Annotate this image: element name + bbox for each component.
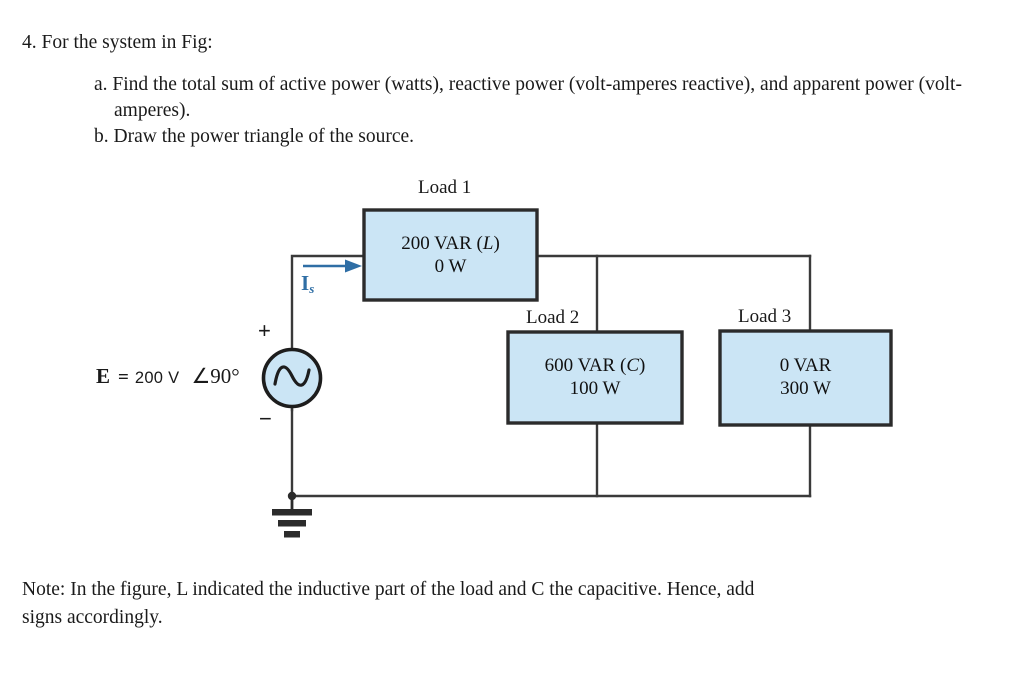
source-current-label: Is [301, 271, 314, 297]
problem-statement: 4. For the system in Fig: a. Find the to… [22, 30, 982, 150]
load-1-reactive: 200 VAR (L) [401, 233, 500, 254]
problem-item-a: a. Find the total sum of active power (w… [94, 74, 962, 121]
load-3-values: 0 VAR 300 W [720, 354, 891, 400]
load-box-3 [718, 329, 893, 427]
ground-icon [272, 491, 312, 538]
source-angle: ∠90° [191, 364, 240, 388]
problem-intro-line: 4. For the system in Fig: [22, 32, 213, 53]
load-3-reactive: 0 VAR [779, 355, 832, 376]
load-3-caption: Load 3 [738, 306, 792, 327]
load-2-caption: Load 2 [526, 307, 580, 328]
source-symbol: E [96, 364, 111, 388]
load-2-values: 600 VAR (C) 100 W [508, 354, 682, 400]
load-1-values: 200 VAR (L) 0 W [364, 232, 537, 278]
load-1-active: 0 W [434, 256, 467, 277]
wire-network [290, 254, 812, 498]
problem-sub-list: a. Find the total sum of active power (w… [94, 72, 982, 150]
circuit-schematic-svg [261, 208, 893, 538]
load-1-caption: Load 1 [418, 177, 472, 198]
load-2-reactive: 600 VAR (C) [544, 355, 646, 376]
load-2-active: 100 W [569, 378, 621, 399]
current-subscript: s [309, 281, 315, 296]
load-box-1 [362, 208, 539, 302]
note-text: Note: In the figure, L indicated the ind… [22, 579, 755, 628]
circuit-diagram: Load 1 Load 2 Load 3 200 VAR (L) 0 W 600… [0, 168, 1024, 558]
source-voltage-label: E = 200 V ∠90° [96, 364, 240, 389]
source-minus-terminal: − [259, 406, 272, 431]
source-plus-terminal: + [258, 318, 271, 343]
problem-item-b: b. Draw the power triangle of the source… [94, 126, 415, 147]
current-symbol: I [301, 271, 310, 295]
current-arrow-icon [303, 259, 362, 273]
note-block: Note: In the figure, L indicated the ind… [22, 576, 962, 632]
load-box-2 [506, 330, 684, 425]
source-equals-sign: = [118, 367, 129, 388]
ac-source-icon [261, 347, 323, 409]
source-magnitude: 200 V [134, 369, 180, 387]
load-3-active: 300 W [780, 378, 831, 399]
